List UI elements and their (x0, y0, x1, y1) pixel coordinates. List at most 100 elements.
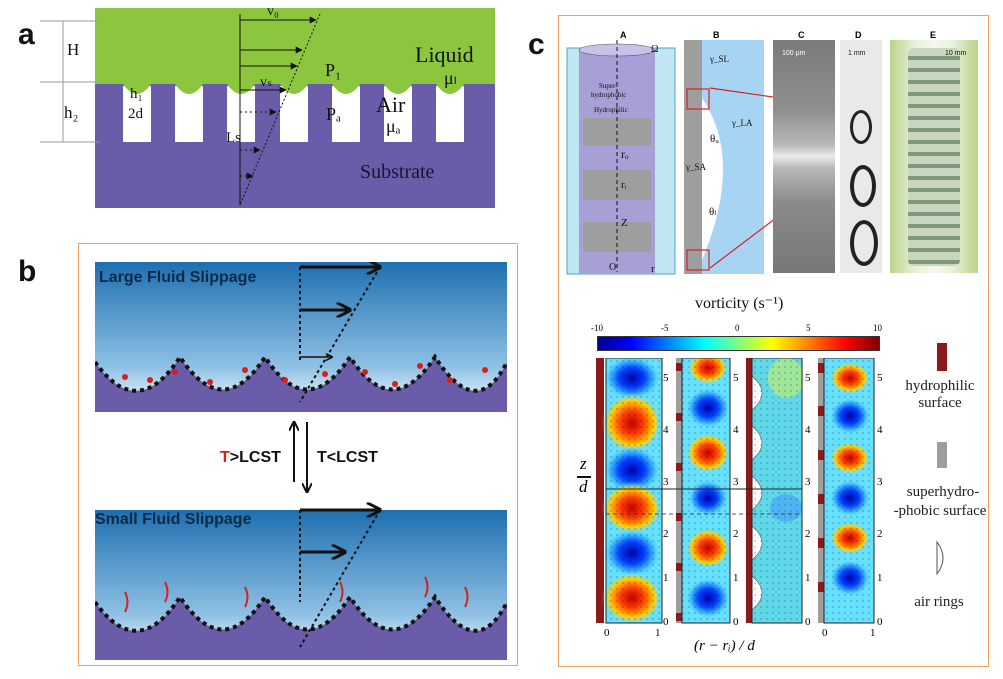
label-Pa: Pₐ (326, 104, 341, 124)
vorticity-plot-2 (676, 358, 731, 624)
label-v0: v₀ (267, 4, 279, 19)
zoom-arrows (709, 87, 781, 269)
label-gamma-sl: γ_SL (709, 54, 729, 64)
y-tick-5-b: 5 (733, 372, 739, 384)
label-hydrophilic: Hydrophilic (594, 106, 628, 114)
subpanel-E-photo (890, 40, 978, 273)
label-r: r (651, 263, 655, 275)
base-bottom (95, 597, 507, 660)
panel-letter-a: a (18, 18, 35, 51)
title-small-slippage: Small Fluid Slippage (95, 511, 252, 528)
velocity-bottom (299, 510, 380, 648)
y-tick-2-d: 2 (877, 528, 883, 540)
y-label-den: d (579, 477, 588, 496)
subpanel-label-A: A (620, 30, 627, 40)
vorticity-plot-4 (818, 358, 875, 624)
y-tick-1-b: 1 (733, 572, 739, 584)
y-tick-1-a: 1 (663, 572, 669, 584)
label-gamma-sa: γ_SA (685, 162, 706, 172)
scale-D: 1 mm (848, 50, 866, 57)
panel-a-diagram: H h₂ h₁ 2d Ls v₀ vₛ P₁ Pₐ Liquid μₗ Air … (40, 4, 495, 208)
subpanel-label-D: D (855, 30, 862, 40)
subpanel-label-C: C (798, 30, 805, 40)
y-tick-0-c: 0 (805, 616, 811, 628)
scale-C: 100 μm (782, 50, 806, 57)
y-tick-4-a: 4 (663, 424, 669, 436)
vorticity-plot-1 (596, 358, 663, 624)
label-liquid: Liquid (415, 42, 474, 67)
subpanel-C-micrograph (773, 40, 835, 273)
velocity-profile (239, 13, 321, 206)
y-tick-3-b: 3 (733, 476, 739, 488)
y-label-num: z (580, 454, 587, 473)
panel-letter-c: c (528, 28, 545, 61)
x-tick-0-d: 0 (822, 627, 828, 639)
polymer-chains-bottom (124, 576, 469, 613)
label-mu-a: μₐ (386, 116, 401, 136)
y-tick-0-a: 0 (663, 616, 669, 628)
colorbar-tick-4: 10 (873, 323, 882, 333)
title-large-slippage: Large Fluid Slippage (99, 269, 256, 286)
legend-super-swatch (937, 442, 947, 468)
y-tick-3-a: 3 (663, 476, 669, 488)
x-axis-label: (r − rᵢ) / d (694, 638, 755, 654)
label-super2: hydrophobic (591, 91, 626, 99)
label-substrate: Substrate (360, 161, 435, 183)
vorticity-title: vorticity (s⁻¹) (695, 295, 784, 312)
label-2d: 2d (128, 106, 144, 122)
subpanel-A-cylinder: Ω Super- hydrophobic Hydrophilic rₒ rᵢ Z… (566, 40, 676, 275)
label-o: O (609, 262, 616, 273)
dimension-lines (40, 20, 100, 143)
label-h1: h₁ (130, 86, 143, 102)
label-mu-l: μₗ (444, 68, 457, 88)
label-z: Z (621, 217, 628, 229)
omega-label: Ω (651, 44, 658, 55)
y-tick-4-b: 4 (733, 424, 739, 436)
vorticity-plot-3 (746, 358, 804, 624)
y-tick-5-c: 5 (805, 372, 811, 384)
label-h2: h₂ (64, 103, 78, 122)
x-tick-1-a: 1 (655, 627, 661, 639)
subpanel-D-droplets (840, 40, 882, 273)
air-cavities (123, 86, 464, 142)
vorticity-fields (596, 358, 875, 624)
colorbar-tick-2: 0 (735, 323, 740, 333)
y-tick-0-d: 0 (877, 616, 883, 628)
y-tick-2-a: 2 (663, 528, 669, 540)
y-label-fraction-bar (577, 476, 591, 478)
y-tick-2-c: 2 (805, 528, 811, 540)
label-super: Super- (599, 82, 618, 90)
scale-E: 10 mm (945, 50, 967, 57)
panel-letter-b: b (18, 255, 37, 288)
label-vs: vₛ (260, 75, 272, 90)
legend-super-label-1: superhydro- (906, 484, 980, 500)
legend-hydrophilic-label: hydrophilic surface (905, 378, 975, 411)
legend-air-rings-label: air rings (914, 594, 964, 610)
y-tick-2-b: 2 (733, 528, 739, 540)
base-top (95, 357, 507, 412)
x-tick-1-d: 1 (870, 627, 876, 639)
label-theta-l: θₗ (709, 206, 716, 218)
y-tick-3-d: 3 (877, 476, 883, 488)
label-theta-u: θᵤ (710, 133, 719, 145)
y-tick-1-d: 1 (877, 572, 883, 584)
label-P1: P₁ (325, 60, 341, 80)
subpanel-label-E: E (930, 30, 937, 40)
liquid-region (95, 8, 495, 84)
y-tick-5-d: 5 (877, 372, 883, 384)
y-tick-1-c: 1 (805, 572, 811, 584)
y-tick-0-b: 0 (733, 616, 739, 628)
colorbar-tick-0: -10 (591, 323, 603, 333)
label-air: Air (376, 92, 406, 117)
y-tick-3-c: 3 (805, 476, 811, 488)
colorbar-tick-3: 5 (806, 323, 811, 333)
legend-super-label-2: -phobic surface (893, 503, 987, 519)
panel-b-diagram: Large Fluid Slippage T>LCST T<LCST Small… (95, 262, 507, 660)
label-gamma-la: γ_LA (731, 118, 753, 128)
velocity-top (299, 267, 380, 403)
label-ro: rₒ (621, 147, 629, 161)
legend-air-ring-icon (936, 540, 944, 576)
x-tick-0-a: 0 (604, 627, 610, 639)
polymer-dots-top (122, 363, 488, 387)
transition-arrows (294, 422, 307, 492)
